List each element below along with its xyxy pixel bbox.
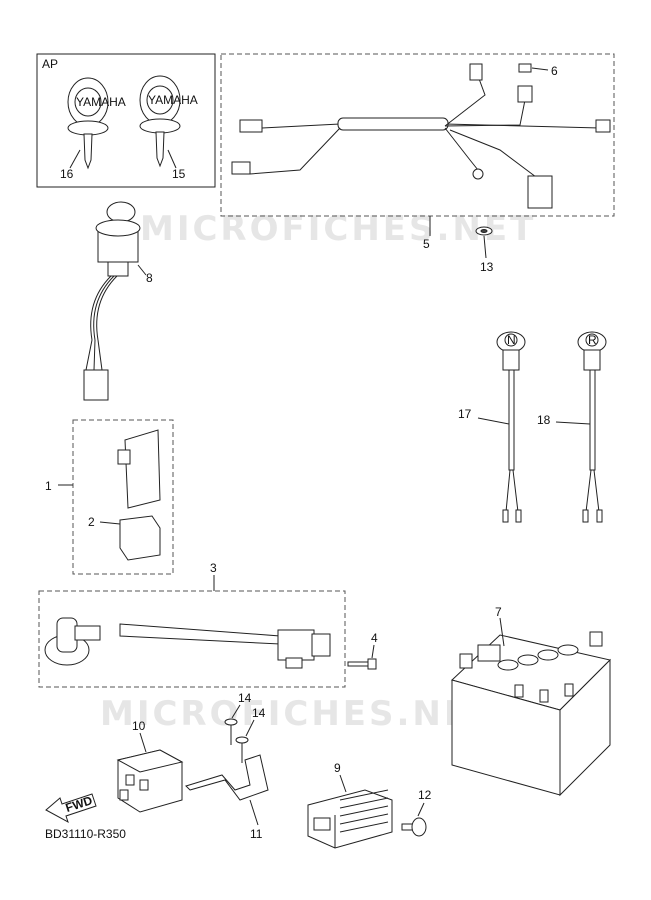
ap-box [36,53,216,188]
callout-3: 3 [210,561,217,575]
fwd-arrow-icon: FWD [45,793,97,824]
callout-14-a: 14 [238,691,252,705]
key-16: YAMAHA [67,77,126,170]
watermark-bottom: MICROFICHES.NET [100,694,496,734]
callout-14-b: 14 [252,706,266,720]
key-brand-16: YAMAHA [76,95,126,109]
callout-13: 13 [480,260,494,274]
callout-5: 5 [423,237,430,251]
ignition-coil-box [38,590,346,688]
wire-harness [231,63,611,209]
wire-harness-box [220,53,615,217]
cdi-box [72,419,174,575]
callout-16: 16 [60,167,74,181]
cdi-unit-1 [117,429,161,509]
bolt-12 [401,817,427,837]
callout-9: 9 [334,761,341,775]
callout-10: 10 [132,719,146,733]
callout-2: 2 [88,515,95,529]
screw-14b [235,736,249,763]
bolt-4 [347,658,377,670]
key-15: YAMAHA [139,75,198,168]
washer-13 [475,226,493,236]
callout-7: 7 [495,605,502,619]
ignition-coil [44,617,331,669]
key-brand-15: YAMAHA [148,93,198,107]
regulator-9 [307,789,393,849]
callout-12: 12 [418,788,432,802]
neutral-switch-17: N [496,331,526,523]
switch-n-label: N [507,333,516,347]
callout-15: 15 [172,167,186,181]
ap-label: AP [42,57,58,71]
screw-14a [224,718,238,745]
callout-11: 11 [250,827,263,841]
callout-17: 17 [458,407,472,421]
callout-18: 18 [537,413,551,427]
callout-6: 6 [551,64,558,78]
callout-4: 4 [371,631,378,645]
reverse-switch-18: R [577,331,607,523]
fuse-6 [518,63,532,73]
bracket-11 [185,754,269,801]
battery-7 [451,631,611,797]
relay-10 [116,749,184,813]
switch-r-label: R [588,333,597,347]
callout-8: 8 [146,271,153,285]
main-switch-8 [83,201,141,401]
rectifier-2 [119,515,161,561]
diagram-code: BD31110-R350 [45,827,126,841]
callout-1: 1 [45,479,52,493]
